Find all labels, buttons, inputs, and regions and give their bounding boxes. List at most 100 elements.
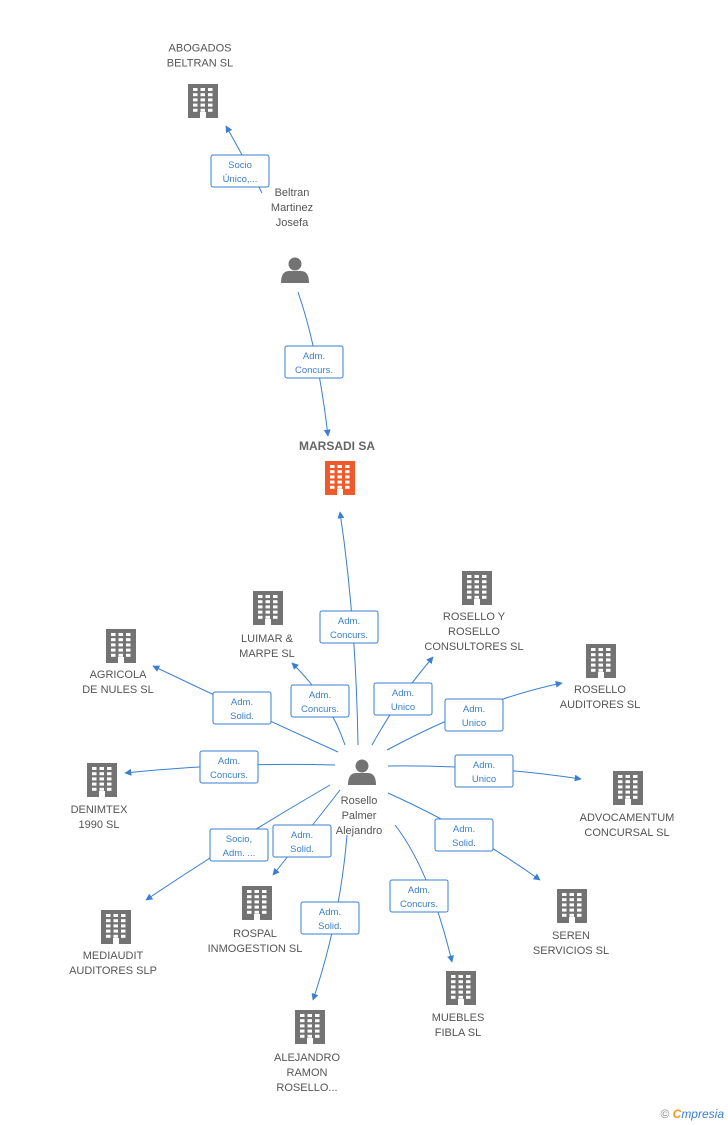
node-label: SERVICIOS SL bbox=[533, 945, 609, 957]
building-icon[interactable] bbox=[188, 84, 218, 118]
person-icon[interactable] bbox=[281, 257, 309, 284]
edge-rosello-advoc: Adm.Unico bbox=[387, 754, 582, 788]
building-icon[interactable] bbox=[242, 886, 272, 920]
edge-label-text: Adm. bbox=[473, 760, 495, 771]
edge-label-text: Concurs. bbox=[295, 365, 333, 376]
edge-rosello-marsadi: Adm.Concurs. bbox=[319, 511, 379, 746]
node-label: Alejandro bbox=[336, 825, 382, 837]
node-label: AGRICOLA bbox=[90, 669, 148, 681]
edge-label-text: Adm. bbox=[218, 756, 240, 767]
edge-label-box bbox=[434, 818, 494, 852]
edge-rosello-denimtex: Adm.Concurs. bbox=[124, 750, 336, 784]
edge-label-text: Adm. bbox=[309, 690, 331, 701]
footer-brand[interactable]: © Cmpresia bbox=[660, 1107, 724, 1121]
edge-label-box bbox=[212, 691, 272, 725]
edge-label[interactable]: Socio,Adm. ... bbox=[209, 828, 269, 862]
building-icon[interactable] bbox=[295, 1010, 325, 1044]
edge-label-box bbox=[272, 824, 332, 858]
building-icon[interactable] bbox=[325, 461, 355, 495]
edge-label[interactable]: Adm.Unico bbox=[373, 682, 433, 716]
edge-label[interactable]: Adm. Concurs. bbox=[290, 684, 350, 718]
edge-label[interactable]: Adm. Solid. bbox=[434, 818, 494, 852]
edge-label-box bbox=[290, 684, 350, 718]
edge-label-text: Concurs. bbox=[330, 630, 368, 641]
edge-label-box bbox=[454, 754, 514, 788]
building-icon[interactable] bbox=[446, 971, 476, 1005]
node-label: ROSELLO... bbox=[276, 1082, 337, 1094]
building-icon[interactable] bbox=[87, 763, 117, 797]
node-label: ALEJANDRO bbox=[274, 1052, 340, 1064]
node-label: MARSADI SA bbox=[299, 439, 375, 453]
edge-label-text: Solid. bbox=[318, 921, 342, 932]
brand-initial: C bbox=[672, 1107, 682, 1121]
brand-name: mpresia bbox=[681, 1107, 724, 1121]
edge-label[interactable]: Adm.Unico bbox=[444, 698, 504, 732]
node-label: MUEBLES bbox=[432, 1012, 485, 1024]
edge-label[interactable]: Adm. Concurs. bbox=[284, 345, 344, 379]
node-label: Palmer bbox=[342, 810, 377, 822]
building-icon[interactable] bbox=[462, 571, 492, 605]
node-muebles[interactable]: MUEBLES FIBLA SL bbox=[432, 971, 485, 1039]
node-rospal[interactable]: ROSPAL INMOGESTION SL bbox=[208, 886, 303, 955]
node-label: Beltran bbox=[275, 187, 310, 199]
building-icon[interactable] bbox=[557, 889, 587, 923]
edge-label[interactable]: Adm.Solid. bbox=[212, 691, 272, 725]
node-agricola[interactable]: AGRICOLA DE NULES SL bbox=[82, 629, 154, 696]
building-icon[interactable] bbox=[253, 591, 283, 625]
building-icon[interactable] bbox=[613, 771, 643, 805]
edge-label[interactable]: Adm.Concurs. bbox=[319, 610, 379, 644]
edge-label[interactable]: Adm.Unico bbox=[454, 754, 514, 788]
person-icon[interactable] bbox=[348, 759, 376, 786]
node-label: FIBLA SL bbox=[435, 1027, 481, 1039]
node-marsadi[interactable]: MARSADI SA bbox=[299, 439, 375, 495]
node-label: Martinez bbox=[271, 202, 313, 214]
edge-label-text: Concurs. bbox=[301, 704, 339, 715]
building-icon[interactable] bbox=[106, 629, 136, 663]
node-label: DE NULES SL bbox=[82, 684, 154, 696]
edge-rosello-alejandro: Adm.Solid. bbox=[300, 834, 360, 1001]
edge-label-text: Adm. bbox=[303, 351, 325, 362]
copyright-symbol: © bbox=[660, 1107, 670, 1121]
edge-label[interactable]: SocioÚnico,... bbox=[210, 154, 270, 188]
edge-rosello-rosaud: Adm.Unico bbox=[386, 680, 563, 751]
edge-label-box bbox=[284, 345, 344, 379]
edge-label-text: Adm. bbox=[453, 824, 475, 835]
node-luimar[interactable]: LUIMAR &MARPE SL bbox=[239, 591, 295, 660]
node-seren[interactable]: SEREN SERVICIOS SL bbox=[533, 889, 609, 957]
edge-label-text: Solid. bbox=[230, 711, 254, 722]
node-label: ABOGADOS bbox=[169, 43, 232, 55]
building-icon[interactable] bbox=[586, 644, 616, 678]
edge-label-box bbox=[444, 698, 504, 732]
node-label: ROSPAL bbox=[233, 928, 277, 940]
edge-rosello-mediaudit: Socio,Adm. ... bbox=[145, 784, 331, 901]
edge-label-text: Solid. bbox=[290, 844, 314, 855]
edge-beltran-abogados: SocioÚnico,... bbox=[210, 125, 270, 194]
edge-label-text: Solid. bbox=[452, 838, 476, 849]
node-label: INMOGESTION SL bbox=[208, 943, 303, 955]
node-label: AUDITORES SLP bbox=[69, 965, 157, 977]
node-label: SEREN bbox=[552, 930, 590, 942]
edge-label[interactable]: Adm.Concurs. bbox=[199, 750, 259, 784]
edge-rosello-luimar: Adm. Concurs. bbox=[290, 662, 350, 746]
edge-label[interactable]: Adm.Solid. bbox=[300, 901, 360, 935]
node-label: Josefa bbox=[276, 217, 309, 229]
edge-rosello-seren: Adm. Solid. bbox=[387, 792, 541, 881]
edge-label[interactable]: Adm.Solid. bbox=[272, 824, 332, 858]
building-icon[interactable] bbox=[101, 910, 131, 944]
edge-rosello-agricola: Adm. Solid. bbox=[152, 665, 339, 753]
node-label: LUIMAR & bbox=[241, 633, 294, 645]
edge-label[interactable]: Adm.Concurs. bbox=[389, 879, 449, 913]
node-label: AUDITORES SL bbox=[560, 699, 641, 711]
edge-label-text: Adm. ... bbox=[223, 848, 256, 859]
node-alejandro[interactable]: ALEJANDRORAMONROSELLO... bbox=[274, 1010, 340, 1094]
edge-label-box bbox=[389, 879, 449, 913]
